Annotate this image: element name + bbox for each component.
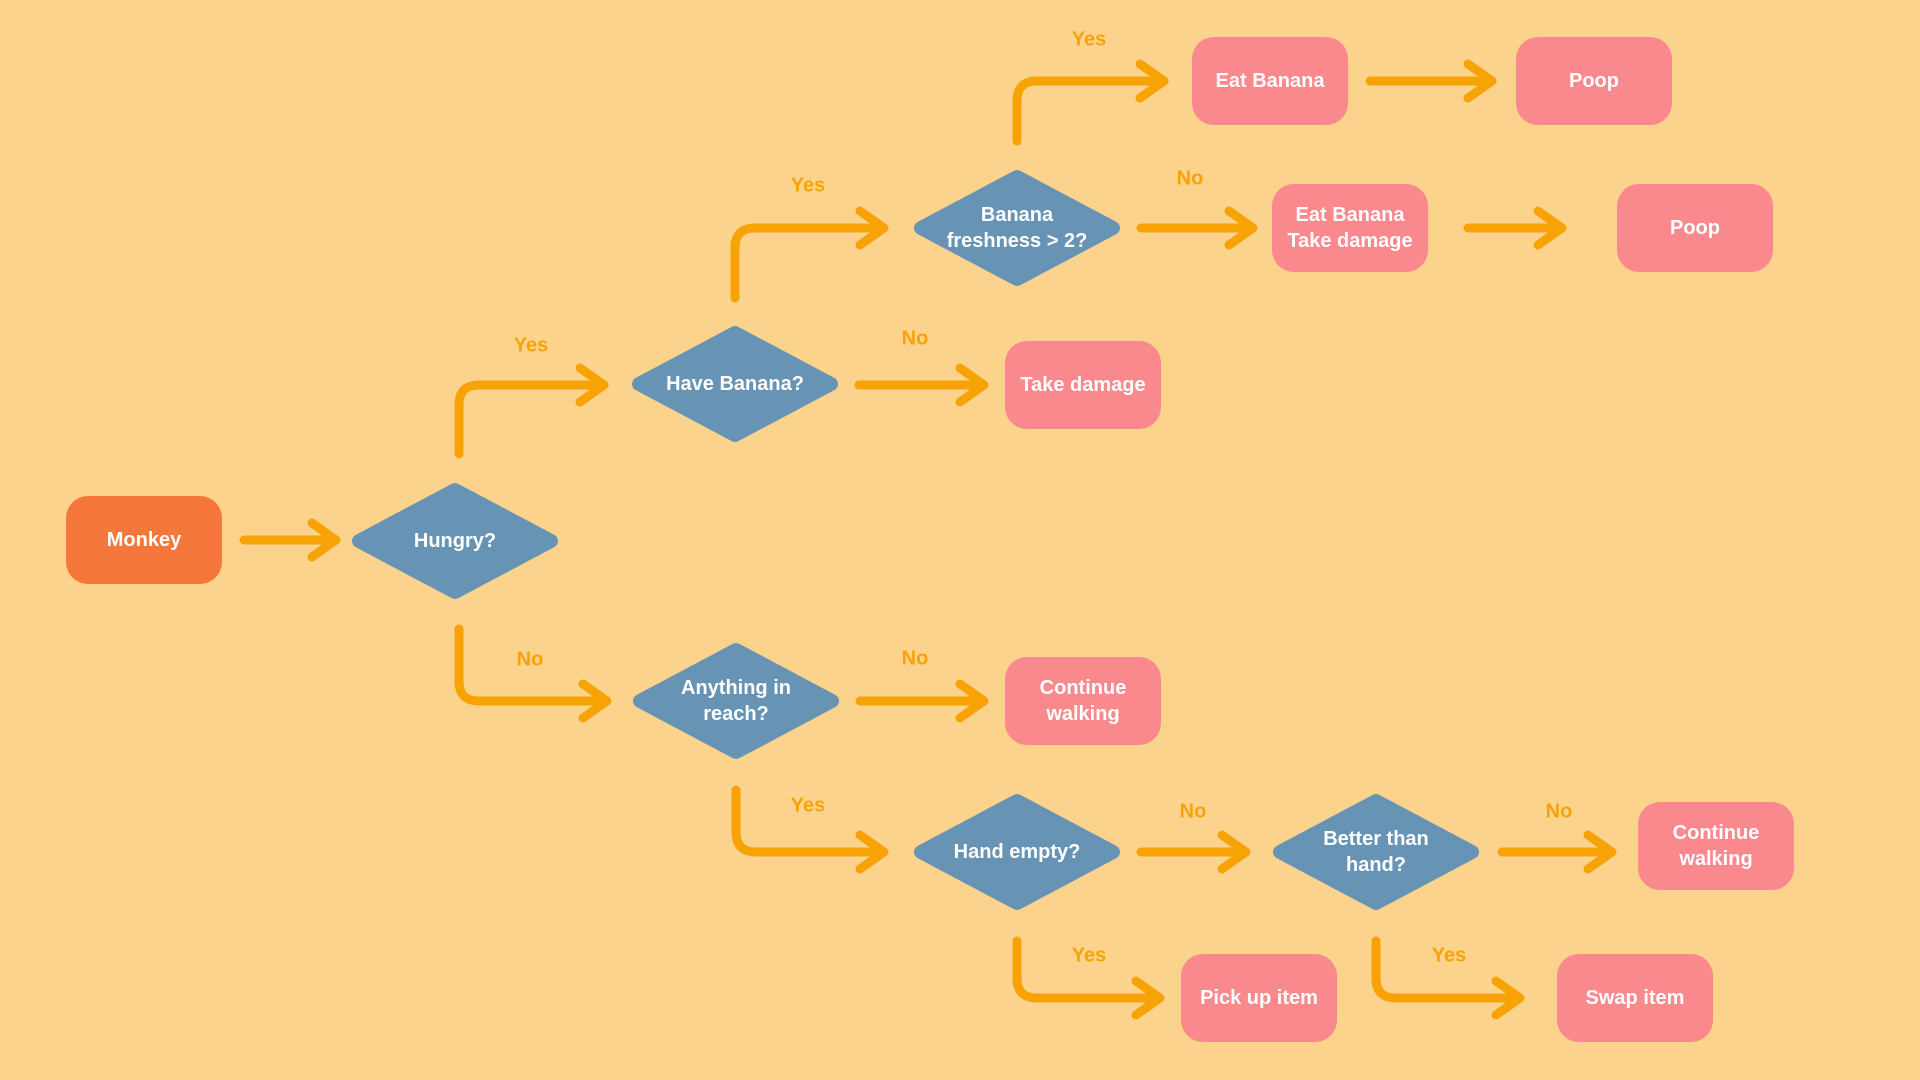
node-better-than-hand-label: Better than hand? (1323, 828, 1429, 876)
node-poop-mid-label: Poop (1670, 217, 1720, 239)
arrow-hand-empty-yes-to-pick-up-item (1012, 936, 1165, 1020)
arrow-better-no-to-continue-walking (1497, 830, 1617, 874)
node-anything-in-reach-label: Anything in reach? (681, 677, 791, 725)
arrow-anything-no-to-continue-walking (855, 679, 989, 723)
node-continue-walking-bottom[interactable]: Continue walking (1638, 802, 1794, 890)
edge-label-hungry-no[interactable]: No (516, 648, 544, 671)
arrow-anything-yes-to-hand-empty (731, 785, 889, 874)
node-hand-empty[interactable]: Hand empty? (913, 793, 1121, 911)
node-continue-walking-mid[interactable]: Continue walking (1005, 657, 1161, 745)
edge-label-hungry-yes[interactable]: Yes (513, 334, 549, 357)
arrow-eat-banana-to-poop (1365, 59, 1497, 103)
node-continue-walking-mid-label: Continue walking (1039, 677, 1127, 725)
arrow-better-yes-to-swap-item (1371, 936, 1525, 1020)
edge-label-hand-empty-yes[interactable]: Yes (1071, 944, 1107, 967)
arrow-monkey-to-hungry (239, 518, 341, 562)
edge-label-anything-no[interactable]: No (901, 647, 929, 670)
node-eat-banana-take-damage[interactable]: Eat Banana Take damage (1272, 184, 1428, 272)
node-eat-banana[interactable]: Eat Banana (1192, 37, 1348, 125)
node-hungry[interactable]: Hungry? (351, 482, 559, 600)
node-poop-mid[interactable]: Poop (1617, 184, 1773, 272)
node-anything-in-reach[interactable]: Anything in reach? (632, 642, 840, 760)
node-eat-banana-label: Eat Banana (1215, 70, 1325, 92)
node-poop-top-label: Poop (1569, 70, 1619, 92)
arrow-have-banana-yes-to-freshness (730, 206, 889, 303)
arrow-eat-banana-take-damage-to-poop (1463, 206, 1567, 250)
node-take-damage-label: Take damage (1020, 374, 1146, 396)
arrow-hungry-yes-to-have-banana (454, 363, 609, 459)
node-monkey[interactable]: Monkey (66, 496, 222, 584)
node-poop-top[interactable]: Poop (1516, 37, 1672, 125)
arrow-hungry-no-to-anything-in-reach (454, 624, 612, 723)
edge-label-have-banana-yes[interactable]: Yes (790, 174, 826, 197)
node-hand-empty-label: Hand empty? (953, 841, 1081, 863)
edge-label-have-banana-no[interactable]: No (901, 327, 929, 350)
node-banana-freshness-label: Banana freshness > 2? (946, 204, 1088, 252)
arrow-hand-empty-no-to-better-than-hand (1136, 830, 1251, 874)
node-pick-up-item-label: Pick up item (1200, 987, 1318, 1009)
node-pick-up-item[interactable]: Pick up item (1181, 954, 1337, 1042)
node-continue-walking-bottom-label: Continue walking (1672, 822, 1760, 870)
node-hungry-label: Hungry? (413, 530, 497, 552)
edge-label-anything-yes[interactable]: Yes (790, 794, 826, 817)
node-banana-freshness[interactable]: Banana freshness > 2? (913, 169, 1121, 287)
edge-label-better-yes[interactable]: Yes (1431, 944, 1467, 967)
edge-label-hand-empty-no[interactable]: No (1179, 800, 1207, 823)
node-have-banana[interactable]: Have Banana? (631, 325, 839, 443)
arrow-freshness-yes-to-eat-banana (1012, 59, 1169, 146)
diamond-shape (914, 794, 1120, 910)
edge-label-freshness-yes[interactable]: Yes (1071, 28, 1107, 51)
node-better-than-hand[interactable]: Better than hand? (1272, 793, 1480, 911)
diamond-shape (352, 483, 558, 599)
arrow-freshness-no-to-eat-banana-take-damage (1136, 206, 1258, 250)
diamond-shape (633, 643, 839, 759)
edge-label-better-no[interactable]: No (1545, 800, 1573, 823)
node-eat-banana-take-damage-label: Eat Banana Take damage (1287, 204, 1413, 252)
node-take-damage[interactable]: Take damage (1005, 341, 1161, 429)
edge-label-freshness-no[interactable]: No (1176, 167, 1204, 190)
node-swap-item-label: Swap item (1585, 987, 1685, 1009)
diamond-shape (914, 170, 1120, 286)
node-monkey-label: Monkey (106, 529, 182, 551)
diamond-shape (632, 326, 838, 442)
node-have-banana-label: Have Banana? (666, 373, 804, 395)
node-swap-item[interactable]: Swap item (1557, 954, 1713, 1042)
arrow-have-banana-no-to-take-damage (854, 363, 989, 407)
diamond-shape (1273, 794, 1479, 910)
